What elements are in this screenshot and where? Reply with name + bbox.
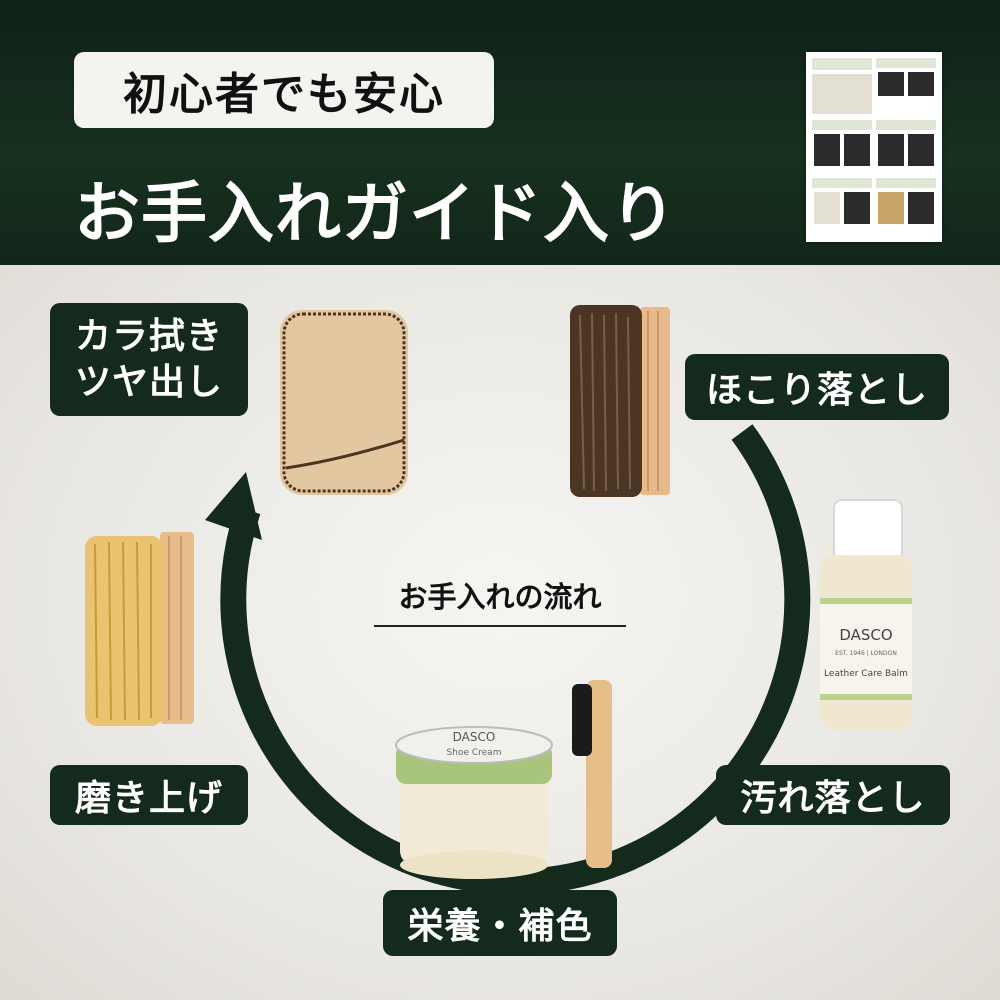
step-label-polish: 磨き上げ	[50, 765, 248, 825]
balm-brand-text: DASCO	[839, 626, 892, 644]
finishing-brush	[85, 532, 194, 726]
flow-title-underline	[374, 625, 626, 627]
balm-est-text: EST. 1946 | LONDON	[835, 650, 897, 657]
cream-brand-text: DASCO	[453, 730, 496, 744]
headline-title: お手入れガイド入り	[74, 175, 677, 252]
step-label-shine: カラ拭き ツヤ出し	[50, 303, 248, 416]
header-banner: 初心者でも安心 お手入れガイド入り	[0, 0, 1000, 265]
flow-arrow-circle	[220, 424, 811, 895]
balm-name-text: Leather Care Balm	[824, 669, 908, 679]
shine-label-line2: ツヤ出し	[74, 361, 223, 403]
polishing-cloth	[280, 310, 408, 495]
reassurance-badge: 初心者でも安心	[74, 52, 494, 128]
shine-label-line1: カラ拭き	[74, 315, 223, 357]
cream-name-text: Shoe Cream	[447, 748, 502, 758]
flow-title: お手入れの流れ	[398, 580, 602, 614]
horsehair-brush	[570, 305, 670, 497]
leather-care-balm-bottle: DASCO EST. 1946 | LONDON Leather Care Ba…	[820, 499, 912, 730]
care-guide-thumbnail	[806, 52, 942, 242]
applicator-brush	[572, 680, 612, 868]
step-label-nourish: 栄養・補色	[383, 890, 617, 956]
step-label-dust: ほこり落とし	[685, 354, 949, 420]
step-label-clean: 汚れ落とし	[716, 765, 950, 825]
flow-arrowhead	[205, 472, 262, 540]
shoe-cream-jar: DASCO Shoe Cream	[395, 726, 553, 879]
